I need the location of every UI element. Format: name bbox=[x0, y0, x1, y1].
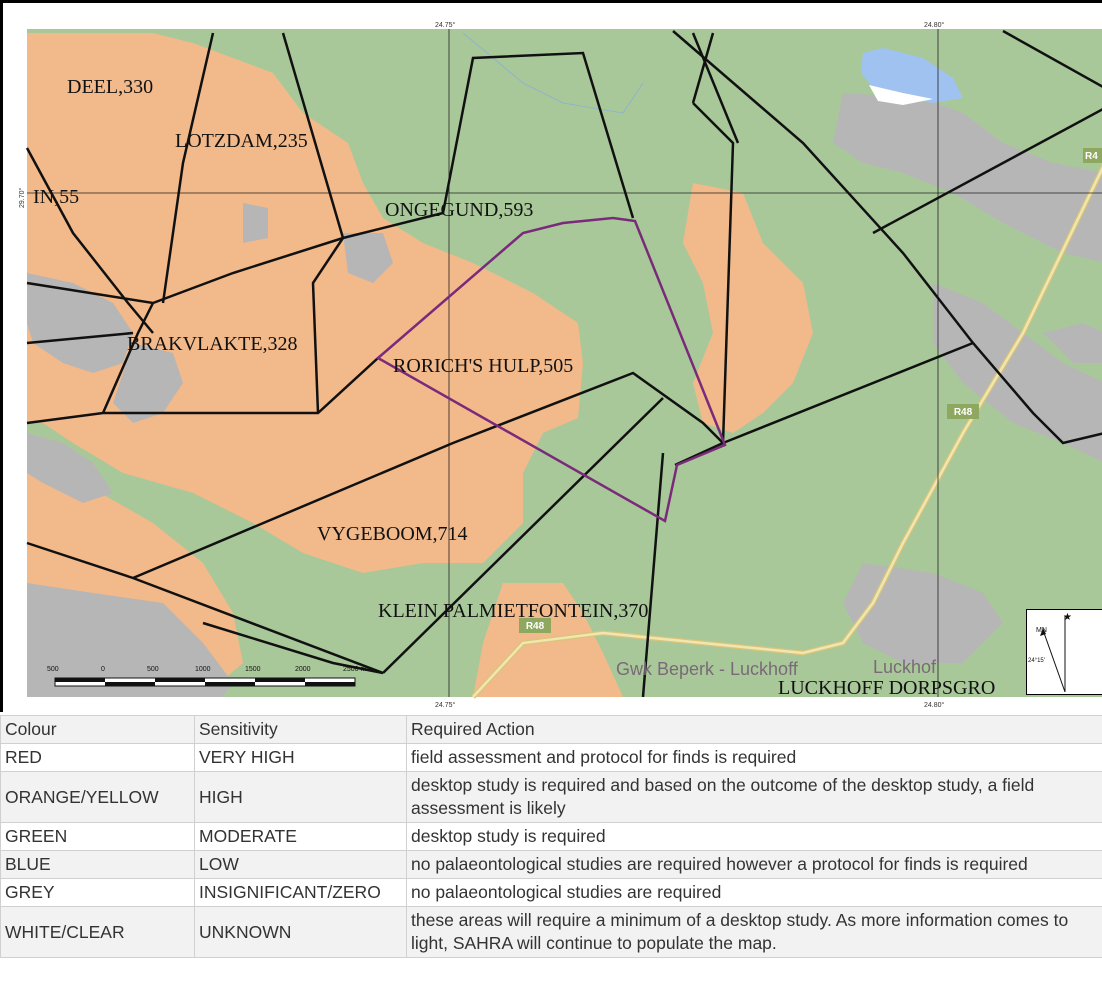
table-row: RED VERY HIGH field assessment and proto… bbox=[0, 743, 1102, 772]
coord-label-top-right: 24.80° bbox=[924, 21, 945, 29]
header-sensitivity: Sensitivity bbox=[194, 715, 407, 744]
cell-required-action: no palaeontological studies are required bbox=[406, 878, 1102, 907]
cell-colour: WHITE/CLEAR bbox=[0, 906, 195, 958]
scale-label-2000: 2000 bbox=[295, 666, 311, 673]
table-row: WHITE/CLEAR UNKNOWN these areas will req… bbox=[0, 906, 1102, 958]
orange-sensitivity-area bbox=[27, 33, 583, 573]
cell-sensitivity: HIGH bbox=[194, 771, 407, 823]
place-label-gwk-beperk: Gwk Beperk - Luckhoff bbox=[616, 659, 799, 679]
table-row: BLUE LOW no palaeontological studies are… bbox=[0, 850, 1102, 879]
svg-text:R48: R48 bbox=[526, 621, 545, 632]
scale-label-500: 500 bbox=[147, 666, 159, 673]
cell-sensitivity: MODERATE bbox=[194, 822, 407, 851]
scale-label-1500: 1500 bbox=[245, 666, 261, 673]
road-shield-r48-left: R48 bbox=[519, 618, 551, 633]
table-row: GREEN MODERATE desktop study is required bbox=[0, 822, 1102, 851]
coord-label-lat: 29.70° bbox=[18, 187, 26, 208]
cell-colour: GREY bbox=[0, 878, 195, 907]
cell-sensitivity: UNKNOWN bbox=[194, 906, 407, 958]
road-shield-r4-edge: R4 bbox=[1083, 148, 1102, 163]
header-required-action: Required Action bbox=[406, 715, 1102, 744]
scale-label-500w: 500 bbox=[47, 666, 59, 673]
svg-text:R48: R48 bbox=[954, 407, 973, 418]
scale-bar: 500 0 500 1000 1500 2000 2500 m bbox=[47, 666, 367, 687]
cell-colour: GREEN bbox=[0, 822, 195, 851]
farm-label-in: IN,55 bbox=[33, 186, 79, 208]
palaeo-sensitivity-map[interactable]: R48 R48 R4 bbox=[0, 0, 1102, 715]
header-colour: Colour bbox=[0, 715, 195, 744]
place-label-luckhof: Luckhof bbox=[873, 657, 937, 677]
cell-required-action: desktop study is required and based on t… bbox=[406, 771, 1102, 823]
site-boundary bbox=[375, 216, 727, 523]
declination-label: 24°15' bbox=[1028, 658, 1045, 664]
cell-colour: ORANGE/YELLOW bbox=[0, 771, 195, 823]
svg-text:R4: R4 bbox=[1085, 151, 1098, 162]
farm-label-ongegund: ONGEGUND,593 bbox=[385, 199, 533, 221]
farm-label-brakvlakte: BRAKVLAKTE,328 bbox=[127, 333, 298, 355]
svg-text:★: ★ bbox=[1063, 612, 1072, 623]
north-arrow: ★ MN 24°15' bbox=[1026, 609, 1102, 695]
road-shield-r48-right: R48 bbox=[947, 404, 979, 419]
cell-sensitivity: INSIGNIFICANT/ZERO bbox=[194, 878, 407, 907]
table-row: ORANGE/YELLOW HIGH desktop study is requ… bbox=[0, 771, 1102, 823]
cell-sensitivity: LOW bbox=[194, 850, 407, 879]
cell-sensitivity: VERY HIGH bbox=[194, 743, 407, 772]
cell-required-action: these areas will require a minimum of a … bbox=[406, 906, 1102, 958]
north-arrow-label: MN bbox=[1036, 627, 1047, 634]
cell-colour: BLUE bbox=[0, 850, 195, 879]
map-canvas[interactable]: R48 R48 R4 bbox=[3, 3, 1102, 715]
farm-label-klein-palmietfontein: KLEIN PALMIETFONTEIN,370 bbox=[378, 600, 648, 622]
coord-label-bottom-left: 24.75° bbox=[435, 701, 456, 709]
scale-label-2500: 2500 m bbox=[343, 666, 367, 673]
farm-label-lotzdam: LOTZDAM,235 bbox=[175, 130, 308, 152]
scale-label-0: 0 bbox=[101, 666, 105, 673]
farm-label-luckhoff-dorpsgronde: LUCKHOFF DORPSGRO bbox=[778, 677, 995, 699]
grey-sensitivity-area bbox=[833, 93, 1102, 263]
cell-required-action: no palaeontological studies are required… bbox=[406, 850, 1102, 879]
scale-label-1000: 1000 bbox=[195, 666, 211, 673]
farm-boundaries bbox=[25, 29, 1102, 698]
table-row: GREY INSIGNIFICANT/ZERO no palaeontologi… bbox=[0, 878, 1102, 907]
sensitivity-legend-table: Colour Sensitivity Required Action RED V… bbox=[0, 715, 1102, 958]
coord-label-bottom-right: 24.80° bbox=[924, 701, 945, 709]
cell-required-action: desktop study is required bbox=[406, 822, 1102, 851]
farm-label-rorichs-hulp: RORICH'S HULP,505 bbox=[393, 355, 573, 377]
farm-label-vygeboom: VYGEBOOM,714 bbox=[317, 523, 468, 545]
farm-label-deel: DEEL,330 bbox=[67, 76, 153, 98]
table-header-row: Colour Sensitivity Required Action bbox=[0, 715, 1102, 744]
cell-colour: RED bbox=[0, 743, 195, 772]
cell-required-action: field assessment and protocol for finds … bbox=[406, 743, 1102, 772]
coord-label-top-left: 24.75° bbox=[435, 21, 456, 29]
